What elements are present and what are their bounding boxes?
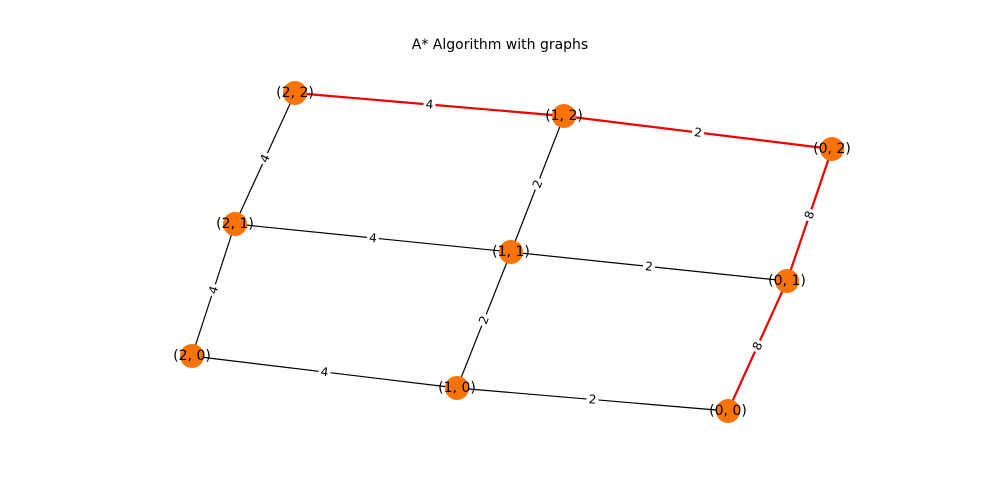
edge-weight-label-bg: [691, 123, 705, 142]
edge-weight-label-bg: [474, 311, 494, 329]
edge-weight-label-bg: [585, 391, 600, 408]
edge-weight-label: 2: [691, 123, 705, 142]
node-0-1: [775, 269, 799, 293]
edge-weight-label: 2: [642, 257, 656, 276]
edge-weight-label: 2: [585, 391, 600, 408]
edge-weight-text: 2: [588, 392, 597, 407]
edge-weight-label-bg: [366, 229, 380, 247]
edge-weight-label: 2: [474, 311, 494, 329]
edge-weight-label-bg: [422, 96, 437, 113]
nodes-layer: [180, 81, 844, 423]
edge-weight-text: 4: [320, 365, 329, 380]
edge-weight-label-bg: [642, 257, 656, 276]
edge-weight-label: 8: [747, 337, 768, 355]
edge-weight-label-bg: [255, 149, 275, 168]
node-label-2-1: (2, 1): [216, 216, 254, 232]
node-label-0-0: (0, 0): [709, 403, 747, 419]
node-label-0-2: (0, 2): [813, 141, 851, 157]
node-labels-layer: (2, 2) (1, 2) (0, 2) (2, 1) (1, 1) (0, 1) (2, …: [173, 85, 851, 419]
node-0-2: [820, 137, 844, 161]
edge-weight-label-bg: [747, 337, 768, 355]
edge-weight-label: 4: [204, 281, 223, 299]
edge-weight-text: 4: [425, 97, 434, 112]
edge-weight-label: 4: [366, 229, 380, 247]
node-label-1-1: (1, 1): [492, 244, 530, 260]
edge-weight-label: 2: [527, 175, 548, 193]
node-label-1-0: (1, 0): [438, 380, 476, 396]
edge-weight-text: 4: [206, 284, 222, 296]
node-2-2: [283, 81, 307, 105]
edge-weight-text: 4: [368, 231, 377, 246]
edge-weight-text: 2: [644, 259, 653, 274]
edge-weight-label: 4: [422, 96, 437, 113]
edge-weight-label-bg: [527, 175, 548, 193]
edge-weight-text: 8: [802, 209, 818, 221]
node-label-1-2: (1, 2): [545, 108, 583, 124]
node-label-2-0: (2, 0): [173, 348, 211, 364]
node-1-1: [499, 240, 523, 264]
edge-weight-label: 8: [799, 206, 820, 224]
figure-title: A* Algorithm with graphs: [411, 37, 589, 53]
node-2-1: [223, 212, 247, 236]
edge-labels-layer: 4 2 8 8 4 2 4 2 4 2 4 2: [204, 96, 820, 408]
edge-weight-label-bg: [799, 206, 820, 224]
edge-weight-label: 4: [317, 363, 332, 381]
node-1-2: [552, 104, 576, 128]
node-2-0: [180, 344, 204, 368]
node-label-0-1: (0, 1): [768, 273, 806, 289]
node-1-0: [445, 376, 469, 400]
edge-weight-label-bg: [317, 363, 332, 381]
edge-weight-label: 4: [255, 149, 275, 168]
edge-weight-label-bg: [204, 281, 223, 299]
node-label-2-2: (2, 2): [276, 85, 314, 101]
node-0-0: [716, 399, 740, 423]
edge-weight-text: 2: [693, 125, 702, 140]
